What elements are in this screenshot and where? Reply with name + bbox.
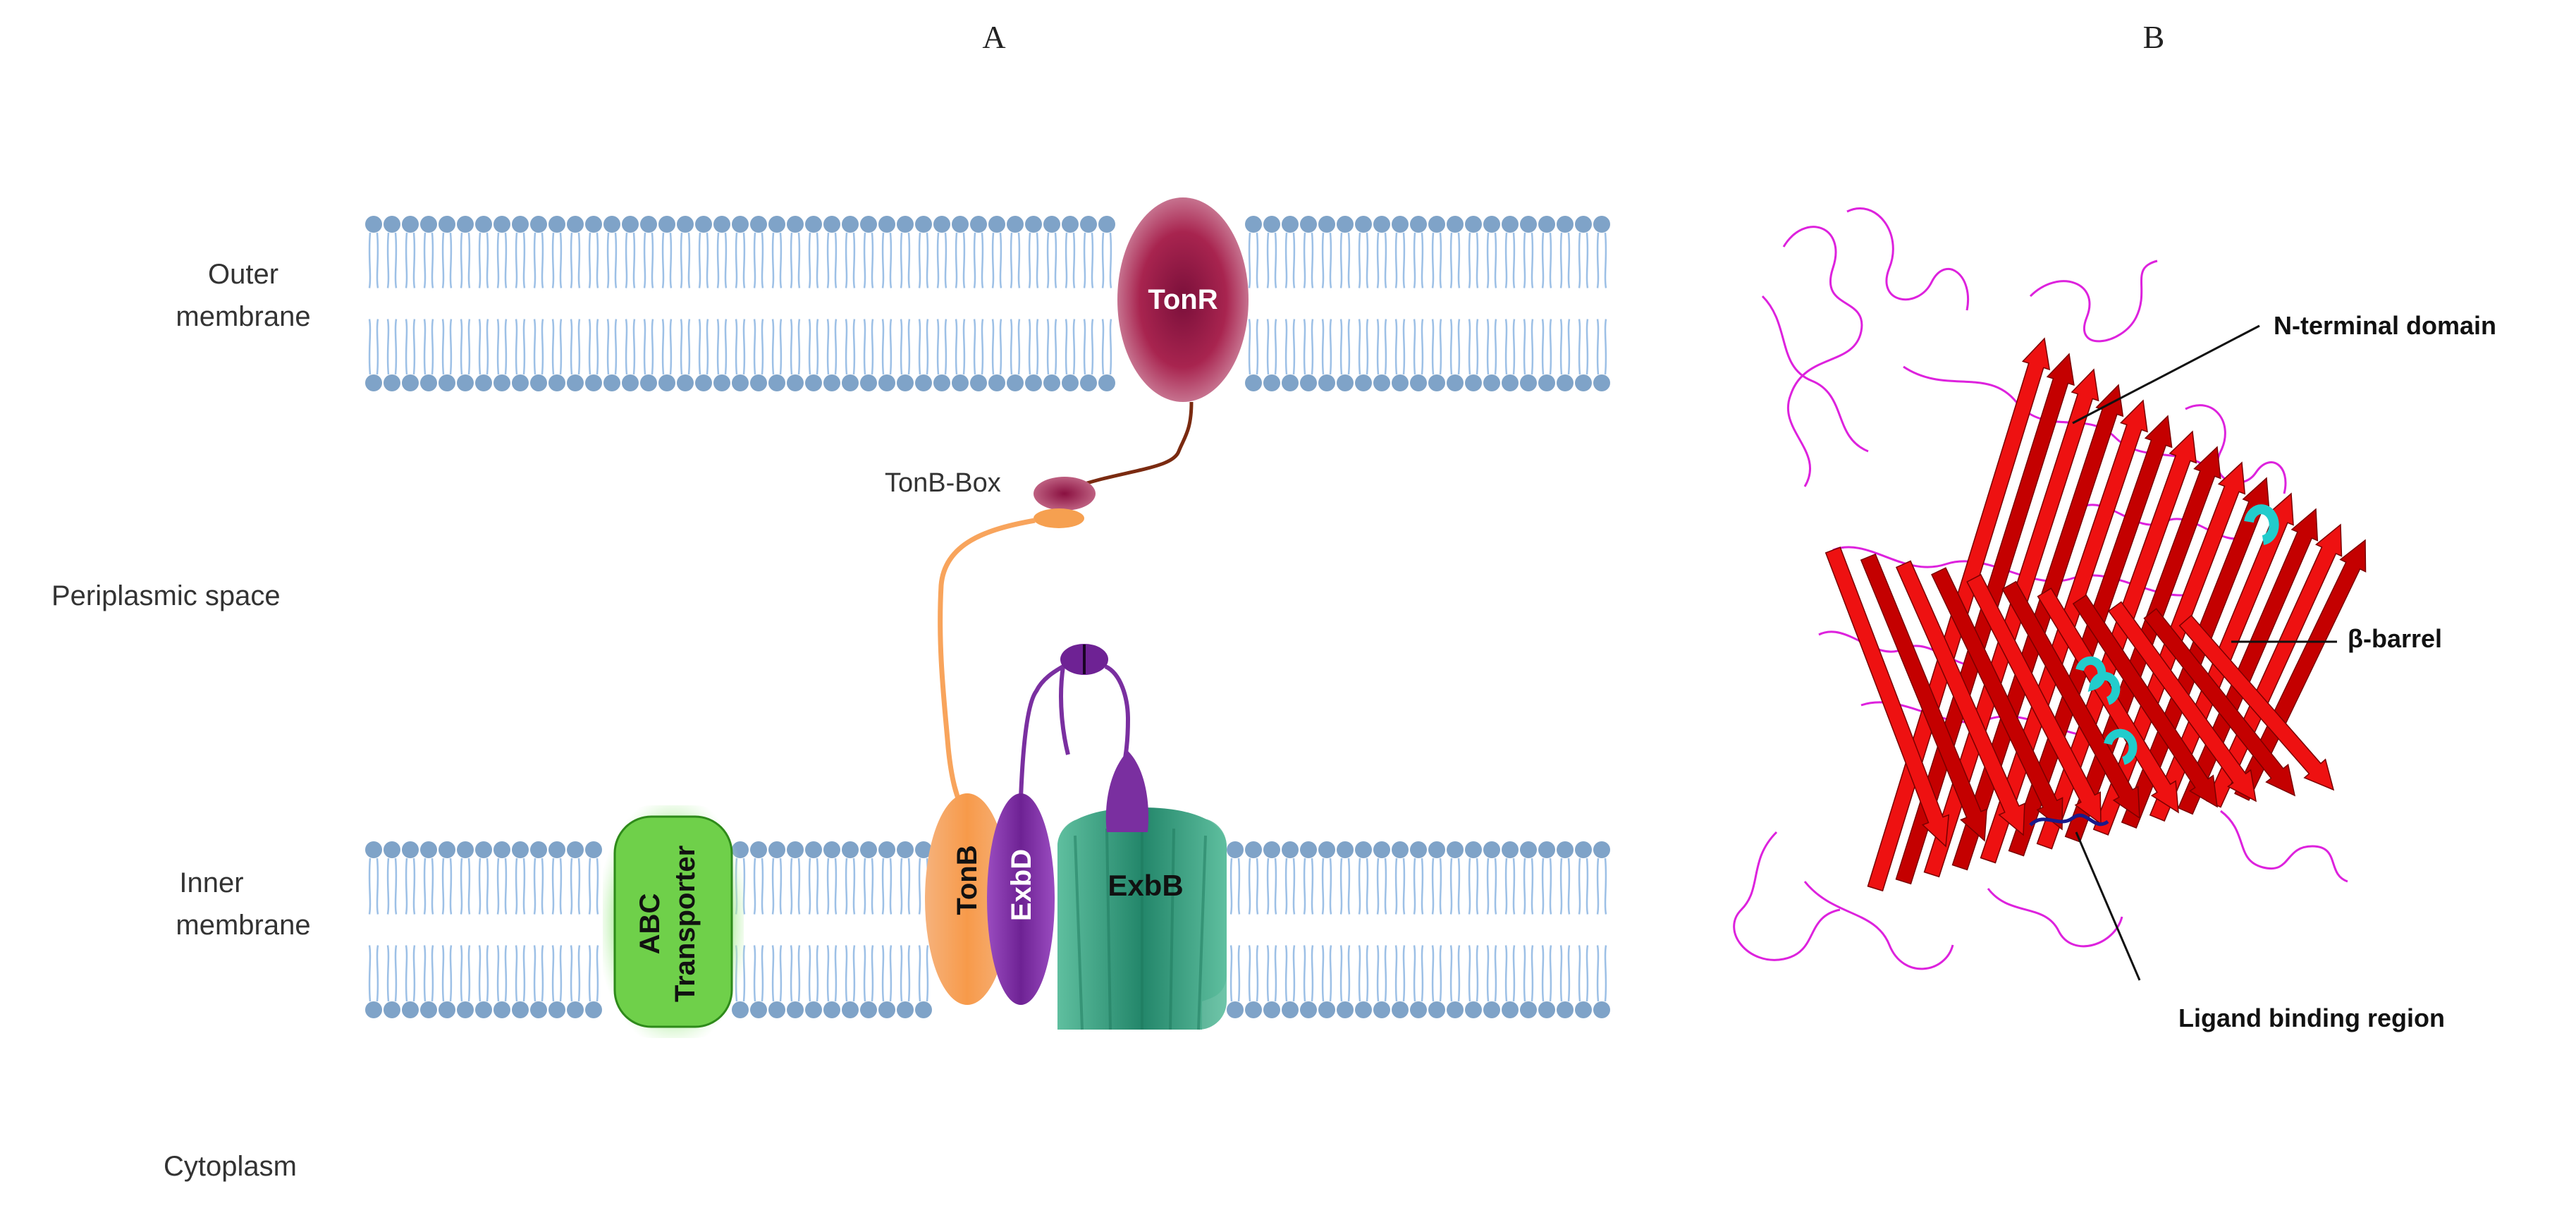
beta-strand-22 (2072, 594, 2218, 808)
inner-membrane (365, 841, 1610, 1018)
loop-9 (1733, 831, 1841, 961)
beta-strand-18 (1931, 567, 2063, 831)
beta-strands (1824, 337, 2367, 892)
beta-strand-17 (1895, 560, 2025, 836)
helix-1 (2244, 504, 2279, 545)
exbb-periplasmic-lobe (1105, 751, 1149, 832)
abc-transporter: ABC Transporter (603, 805, 744, 1038)
beta-strand-3 (1923, 368, 2099, 878)
svg-text:Inner: Inner (179, 867, 243, 898)
callout-ligand (2075, 831, 2141, 981)
inner-membrane-label: Inner membrane (176, 867, 310, 941)
loop-1 (1782, 226, 1863, 487)
helix-2 (2075, 656, 2121, 705)
exbd-label: ExbD (1006, 849, 1037, 921)
ligand-region-trace (2029, 813, 2109, 826)
beta-barrel-label: β-barrel (2348, 624, 2442, 653)
loop-2 (1761, 295, 1869, 453)
alpha-helices (2075, 504, 2279, 765)
outer-membrane (365, 216, 1610, 391)
exbb-label: ExbB (1108, 869, 1183, 902)
abc-label-2: Transporter (670, 846, 701, 1002)
beta-strand-20 (2001, 580, 2140, 819)
ligand-binding-label: Ligand binding region (2178, 1003, 2445, 1032)
svg-text:Outer: Outer (208, 259, 278, 290)
tonr-protein: TonR (1117, 197, 1249, 402)
helix-3 (2104, 728, 2138, 765)
exbb-complex: ExbB (1057, 807, 1227, 1030)
tonb-tether (938, 518, 1036, 805)
beta-strand-25 (2178, 614, 2335, 791)
loop-12 (1987, 888, 2123, 948)
panel-letter-a: A (982, 19, 1005, 55)
tonb-box-partner (1034, 508, 1084, 528)
tonb-box (1034, 477, 1096, 511)
beta-strand-19 (1966, 573, 2102, 825)
loop-10 (1803, 881, 1954, 970)
tonr-label: TonR (1148, 284, 1218, 315)
exbd-protein: ExbD (987, 793, 1055, 1005)
n-terminal-label: N-terminal domain (2274, 311, 2496, 340)
callout-n-terminal (2072, 324, 2260, 425)
panel-letter-b: B (2143, 19, 2165, 55)
exbd-dimer-head (1060, 644, 1108, 675)
beta-strand-24 (2143, 608, 2296, 797)
svg-text:membrane: membrane (176, 910, 310, 941)
tonb-box-label: TonB-Box (885, 468, 1001, 498)
exbd-tether (1019, 662, 1131, 799)
tonb-label: TonB (952, 845, 983, 915)
beta-strand-16 (1860, 553, 1987, 842)
loop-11 (2220, 810, 2348, 883)
loop-3 (1846, 207, 1969, 311)
outer-membrane-label: Outer membrane (176, 259, 310, 332)
tonb-protein: TonB (925, 793, 1010, 1005)
svg-text:membrane: membrane (176, 301, 310, 332)
beta-strand-23 (2108, 601, 2257, 803)
periplasmic-space-label: Periplasmic space (51, 580, 281, 611)
abc-label-1: ABC (634, 893, 666, 955)
cytoplasm-label: Cytoplasm (164, 1151, 297, 1182)
beta-strand-15 (1824, 547, 1950, 848)
loop-4 (2029, 260, 2158, 343)
